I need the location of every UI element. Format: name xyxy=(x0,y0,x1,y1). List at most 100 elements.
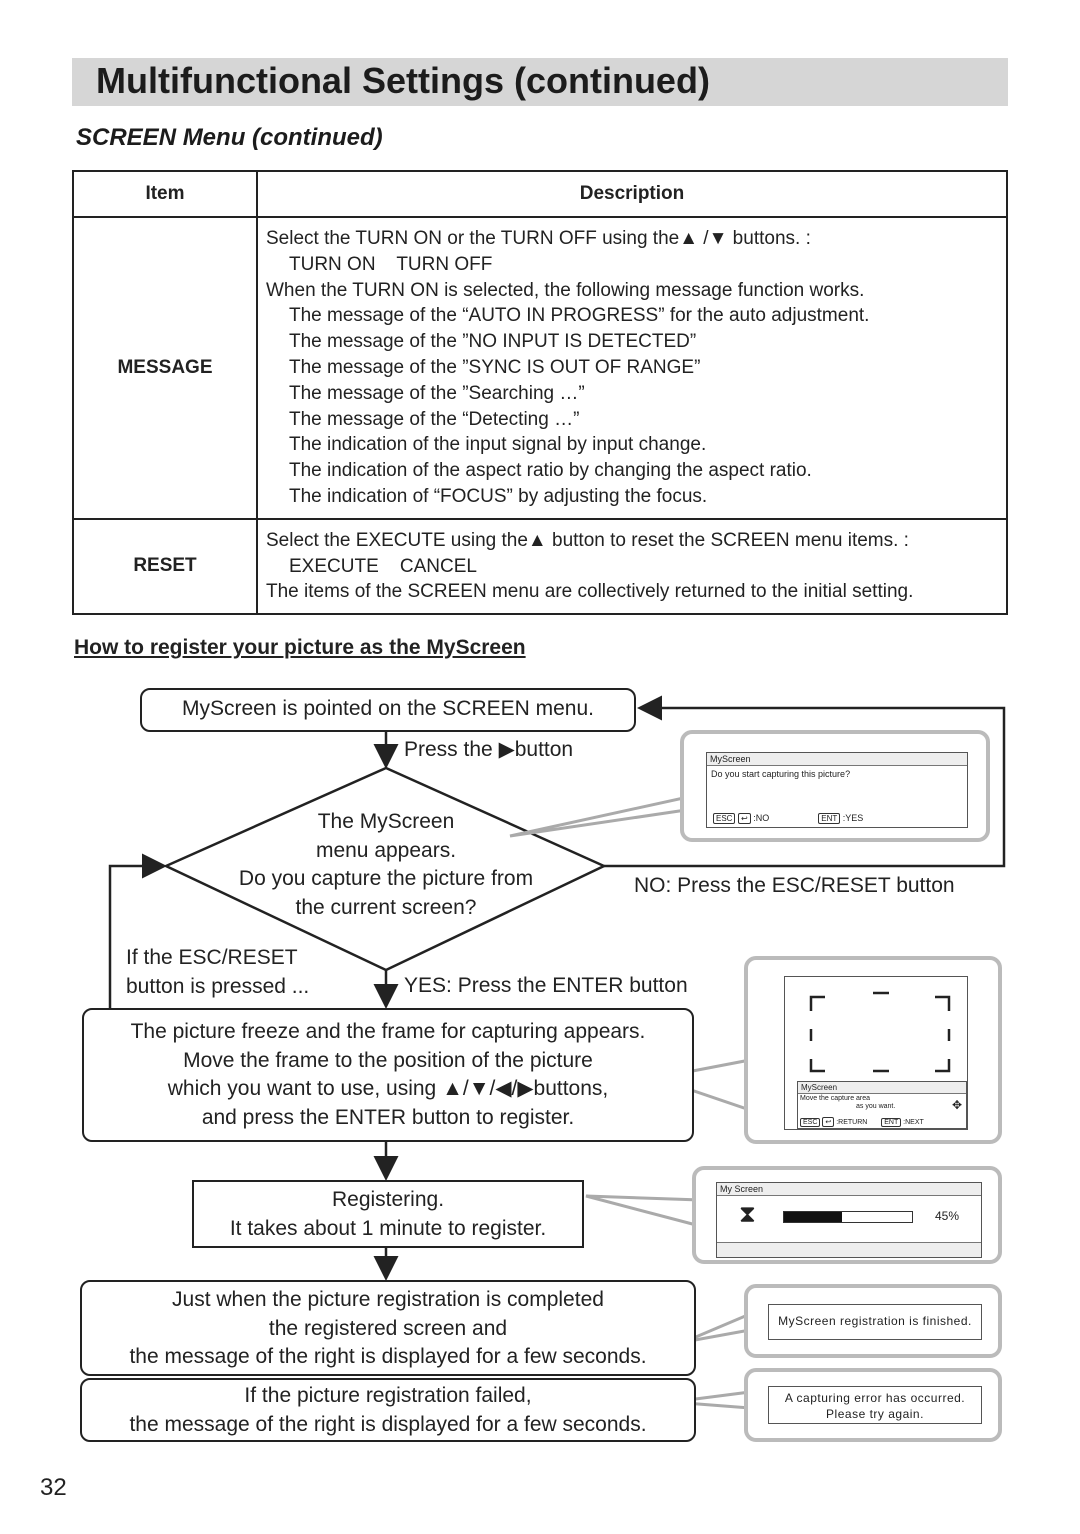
message-turn-on-text: When the TURN ON is selected, the follow… xyxy=(266,279,865,301)
diamond-line: Do you capture the picture from xyxy=(238,867,534,890)
reset-select-text: Select the EXECUTE using the xyxy=(266,529,528,551)
failed-line: the message of the right is displayed fo… xyxy=(129,1412,647,1436)
up-arrow-icon: ▲ xyxy=(679,228,699,249)
start-box: MyScreen is pointed on the SCREEN menu. xyxy=(140,688,636,732)
press-text: Press the xyxy=(404,738,493,761)
description-reset: Select the EXECUTE using the▲ button to … xyxy=(256,517,1008,616)
complete-box: Just when the picture registration is co… xyxy=(80,1280,696,1376)
ent-key[interactable]: ENT xyxy=(881,1118,902,1127)
error-line: Please try again. xyxy=(826,1407,924,1421)
buttons-text: buttons. : xyxy=(727,228,811,249)
progress-bar xyxy=(783,1211,913,1223)
diamond-line: the current screen? xyxy=(295,895,477,919)
progress-window: My Screen ⧗ 45% xyxy=(716,1182,982,1258)
diamond-line: menu appears. xyxy=(315,838,457,862)
error-screen: A capturing error has occurred. Please t… xyxy=(744,1368,1002,1442)
message-bullet: The message of the “Detecting …” xyxy=(289,408,580,430)
page-title: Multifunctional Settings (continued) xyxy=(96,60,710,101)
esc-key[interactable]: ESC xyxy=(800,1118,821,1127)
hourglass-icon: ⧗ xyxy=(739,1201,756,1228)
complete-line: the registered screen and xyxy=(268,1316,508,1340)
yes-text: :YES xyxy=(842,813,864,823)
press-button-label: Press the ▶button xyxy=(404,736,573,765)
progress-bar-fill xyxy=(784,1212,842,1222)
down-arrow-icon: ▼ xyxy=(468,1077,490,1100)
right-arrow-icon: ▶ xyxy=(498,738,515,761)
reset-button-text: button to reset the SCREEN menu items. : xyxy=(546,529,909,551)
esc-key[interactable]: ESC xyxy=(713,813,736,824)
no-label: NO: Press the ESC/RESET button xyxy=(634,874,955,897)
reset-options: EXECUTE CANCEL xyxy=(289,555,477,577)
section-subtitle: SCREEN Menu (continued) xyxy=(76,124,383,151)
message-options: TURN ON TURN OFF xyxy=(289,253,493,275)
capture-display: MyScreen Move the capture area as you wa… xyxy=(784,976,968,1130)
item-reset: RESET xyxy=(72,517,258,616)
message-bullet: The indication of “FOCUS” by adjusting t… xyxy=(289,485,708,507)
complete-line: the message of the right is displayed fo… xyxy=(129,1345,647,1368)
slash-text: / xyxy=(698,228,709,249)
item-message: MESSAGE xyxy=(72,216,258,520)
reset-result-text: The items of the SCREEN menu are collect… xyxy=(266,581,914,603)
table-row-reset: RESET Select the EXECUTE using the▲ butt… xyxy=(72,517,1008,616)
capture-frame-corners xyxy=(809,991,951,1073)
page-number: 32 xyxy=(40,1474,67,1501)
table-row-message: MESSAGE Select the TURN ON or the TURN O… xyxy=(72,216,1008,520)
capture-screen: MyScreen Move the capture area as you wa… xyxy=(744,956,1002,1144)
diamond-line: The MyScreen xyxy=(317,810,455,833)
capture-box: The picture freeze and the frame for cap… xyxy=(82,1008,694,1142)
finished-screen: MyScreen registration is finished. xyxy=(744,1284,1002,1358)
message-bullet: The message of the ”SYNC IS OUT OF RANGE… xyxy=(289,356,701,378)
return-text: :RETURN xyxy=(836,1119,868,1126)
capture-keys: ESC ↩ :RETURN ENT :NEXT xyxy=(800,1117,924,1127)
progress-footer xyxy=(717,1242,981,1257)
confirm-screen: MyScreen Do you start capturing this pic… xyxy=(680,730,990,842)
reset-key-icon: ↩ xyxy=(822,1117,835,1127)
screen-menu-table: Item Description MESSAGE Select the TURN… xyxy=(72,170,1008,616)
capture-line: The picture freeze and the frame for cap… xyxy=(130,1020,646,1043)
ent-key[interactable]: ENT xyxy=(818,813,841,824)
confirm-question: Do you start capturing this picture? xyxy=(711,769,851,779)
capture-using-text: which you want to use, using xyxy=(167,1077,437,1100)
message-select-text: Select the TURN ON or the TURN OFF using… xyxy=(266,228,680,249)
esc-label-line: button is pressed ... xyxy=(126,974,310,998)
finished-message: MyScreen registration is finished. xyxy=(768,1304,982,1340)
capture-line: Move the frame to the position of the pi… xyxy=(183,1048,593,1072)
complete-line: Just when the picture registration is co… xyxy=(172,1288,604,1311)
reset-key-icon: ↩ xyxy=(737,813,751,824)
flow-heading: How to register your picture as the MySc… xyxy=(74,636,526,659)
next-text: :NEXT xyxy=(903,1119,924,1126)
down-arrow-icon: ▼ xyxy=(708,228,728,249)
capture-line: and press the ENTER button to register. xyxy=(201,1105,575,1129)
yes-label: YES: Press the ENTER button xyxy=(404,974,688,997)
message-bullet: The indication of the input signal by in… xyxy=(289,434,707,456)
confirm-keys: ESC ↩ :NO ENT :YES xyxy=(713,813,863,824)
message-bullet: The message of the “AUTO IN PROGRESS” fo… xyxy=(289,305,870,327)
column-header-description: Description xyxy=(256,170,1008,218)
confirm-window-title: MyScreen xyxy=(707,753,967,766)
registering-box: Registering. It takes about 1 minute to … xyxy=(192,1180,584,1248)
capture-line1: Move the capture area xyxy=(800,1095,871,1102)
error-message: A capturing error has occurred. Please t… xyxy=(768,1386,982,1424)
esc-label: If the ESC/RESET button is pressed ... xyxy=(126,944,309,1001)
failed-box: If the picture registration failed, the … xyxy=(80,1378,696,1442)
error-line: A capturing error has occurred. xyxy=(784,1391,966,1405)
progress-window-title: My Screen xyxy=(717,1183,981,1196)
esc-label-line: If the ESC/RESET xyxy=(126,946,298,969)
table-header-row: Item Description xyxy=(72,170,1008,218)
capture-buttons-text: buttons, xyxy=(533,1077,609,1100)
up-arrow-icon: ▲ xyxy=(527,529,547,551)
move-arrows-icon: ✥ xyxy=(951,1098,962,1112)
message-bullet: The message of the ”Searching …” xyxy=(289,382,585,404)
up-arrow-icon: ▲ xyxy=(442,1077,463,1100)
capture-line2: as you want. xyxy=(856,1103,896,1110)
title-bar xyxy=(72,58,1008,106)
confirm-window: MyScreen Do you start capturing this pic… xyxy=(706,752,968,828)
column-header-item: Item xyxy=(72,170,258,218)
capture-line-buttons: which you want to use, using ▲/▼/◀/▶butt… xyxy=(167,1077,609,1100)
register-line: Registering. xyxy=(331,1188,445,1211)
button-text: button xyxy=(514,738,574,761)
right-arrow-icon: ▶ xyxy=(517,1077,534,1100)
progress-screen: My Screen ⧗ 45% xyxy=(692,1166,1002,1264)
capture-window: MyScreen Move the capture area as you wa… xyxy=(797,1081,967,1129)
description-message: Select the TURN ON or the TURN OFF using… xyxy=(256,216,1008,520)
